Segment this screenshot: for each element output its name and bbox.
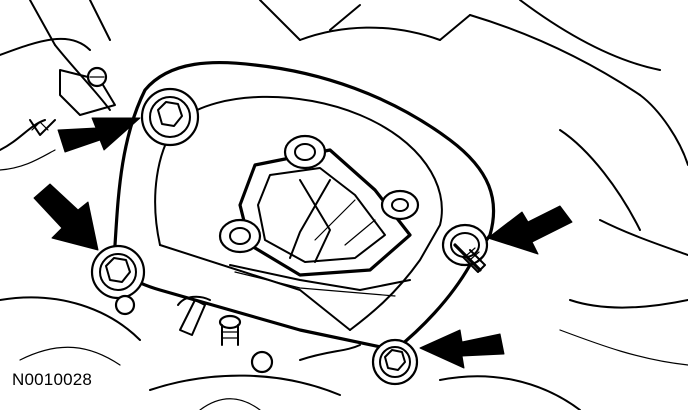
- upper-left-bolt: [140, 87, 200, 147]
- upper-bracket: [29, 66, 116, 136]
- arrow-lower-left-bolt: [33, 183, 99, 251]
- arrow-upper-left-bolt: [57, 117, 141, 153]
- callout-arrows: [33, 117, 573, 369]
- right-stud-nut: [441, 223, 489, 273]
- arrow-bottom-bolt: [419, 329, 505, 369]
- center-bosses: [218, 134, 420, 254]
- mount-plate: [112, 60, 496, 352]
- arrow-right-stud: [487, 205, 573, 255]
- figure-id-label: N0010028: [12, 370, 93, 389]
- lower-left-bolt: [90, 244, 146, 316]
- lower-hardware: [177, 295, 361, 374]
- bottom-bolt: [371, 338, 419, 386]
